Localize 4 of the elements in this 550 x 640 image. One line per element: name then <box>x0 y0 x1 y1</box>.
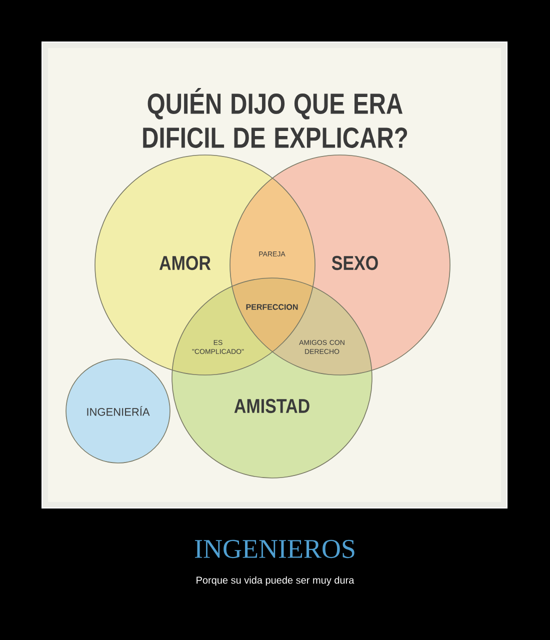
title: QUIÉN DIJO QUE ERA DIFICIL DE EXPLICAR? <box>143 88 408 148</box>
subtitle: Porque su vida puede ser muy dura <box>196 576 354 586</box>
region-label: PERFECCION <box>246 304 298 310</box>
caption: INGENIEROS <box>194 540 354 558</box>
